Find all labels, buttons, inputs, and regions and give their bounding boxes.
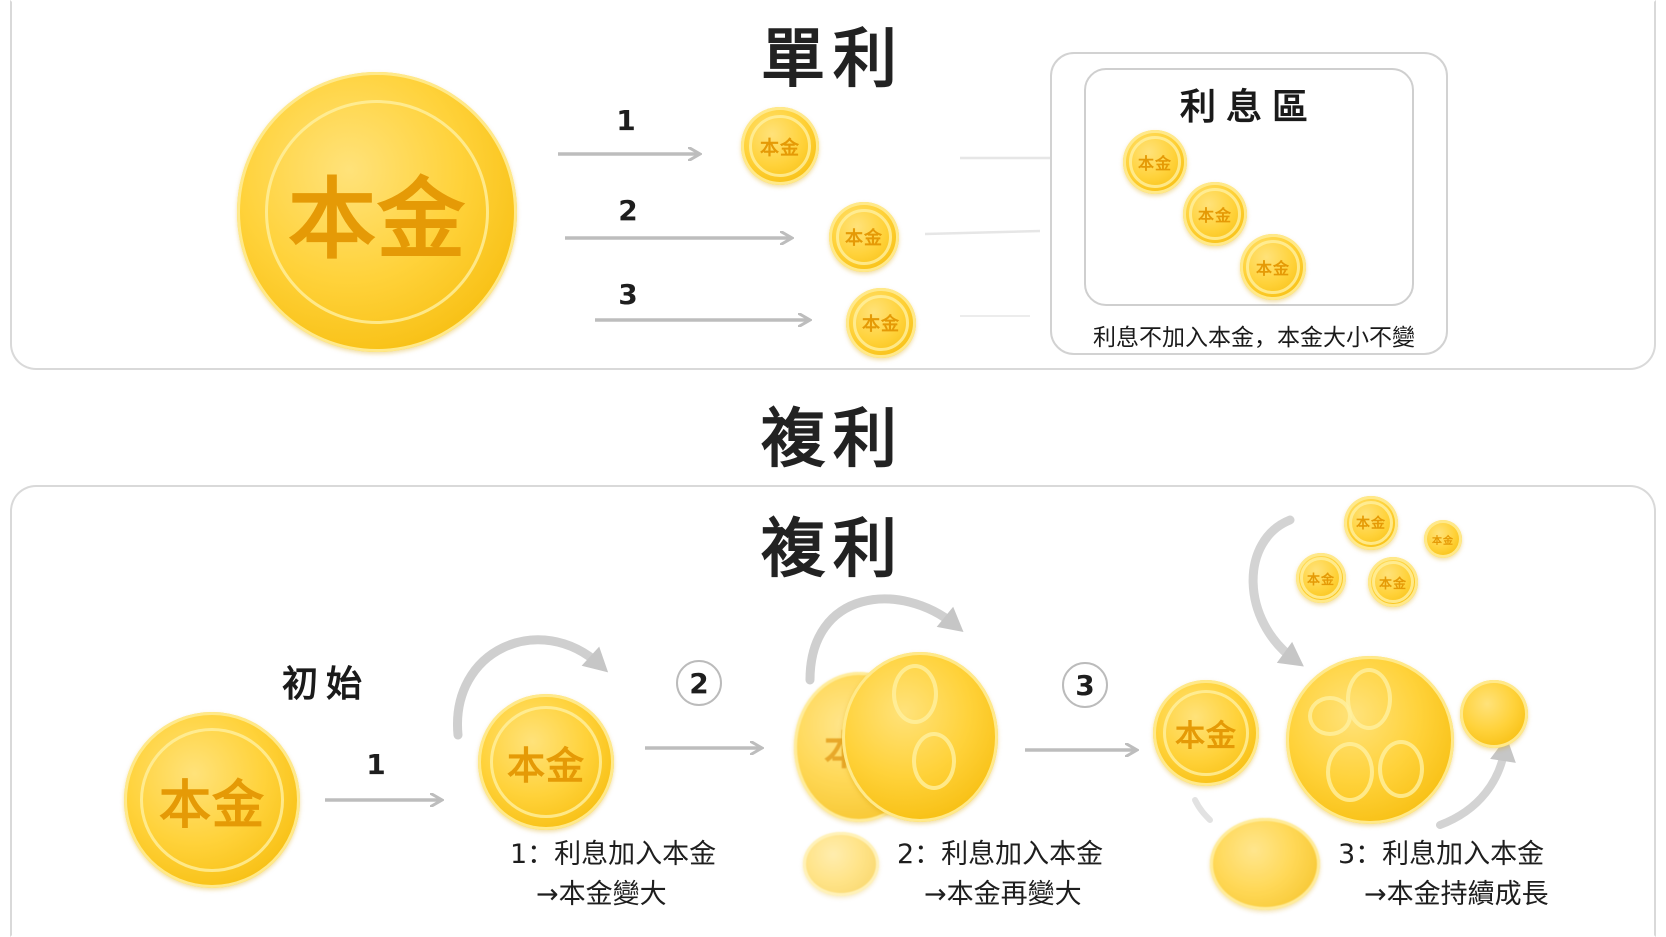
interest-zone-coin-1: 本金 xyxy=(1123,130,1187,194)
compound-interest-panel-title: 複利 xyxy=(761,513,905,587)
principal-coin-large: 本金 xyxy=(237,72,517,352)
simple-interest-coin-3: 本金 xyxy=(846,288,916,358)
top-coin-3: 本金 xyxy=(1296,553,1346,603)
simple-interest-coin-2: 本金 xyxy=(829,202,899,272)
caption-step-3-line2: →本金持續成長 xyxy=(1364,879,1549,910)
top-coin-2: 本金 xyxy=(1424,520,1462,558)
interest-zone-title: 利息區 xyxy=(1179,87,1319,128)
compound-interest-section-title: 複利 xyxy=(761,403,905,477)
coin-after-step-1: 本金 xyxy=(478,694,614,830)
caption-step-2-line2: →本金再變大 xyxy=(924,879,1082,910)
caption-step-2-line1: 2：利息加入本金 xyxy=(897,839,1104,870)
grown-principal-coin xyxy=(1286,656,1454,824)
interest-zone-coin-2: 本金 xyxy=(1183,182,1247,246)
new-interest-coin xyxy=(1460,680,1528,748)
coin-before-step-3: 本金 xyxy=(1153,680,1259,786)
simple-interest-title: 單利 xyxy=(761,23,905,97)
compound-step-2: 2 xyxy=(676,660,722,706)
caption-step-3-line1: 3：利息加入本金 xyxy=(1338,839,1545,870)
interest-zone-note: 利息不加入本金，本金大小不變 xyxy=(1093,325,1415,351)
interest-zone-coin-3: 本金 xyxy=(1240,234,1306,300)
simple-interest-coin-1: 本金 xyxy=(741,107,819,185)
compound-initial-coin: 本金 xyxy=(124,712,300,888)
caption-step-1-line2: →本金變大 xyxy=(536,879,667,910)
simple-step-3: 3 xyxy=(618,278,638,311)
merging-coin-front xyxy=(842,652,998,822)
faded-coin-cluster xyxy=(1210,818,1320,910)
top-coin-4: 本金 xyxy=(1368,557,1418,607)
compound-step-3: 3 xyxy=(1062,662,1108,708)
simple-step-2: 2 xyxy=(618,194,638,227)
compound-step-1: 1 xyxy=(366,748,386,781)
simple-step-1: 1 xyxy=(616,104,636,137)
initial-label: 初始 xyxy=(281,664,371,705)
caption-step-1-line1: 1：利息加入本金 xyxy=(510,839,717,870)
top-coin-1: 本金 xyxy=(1344,496,1398,550)
faded-coin-small xyxy=(803,832,879,896)
